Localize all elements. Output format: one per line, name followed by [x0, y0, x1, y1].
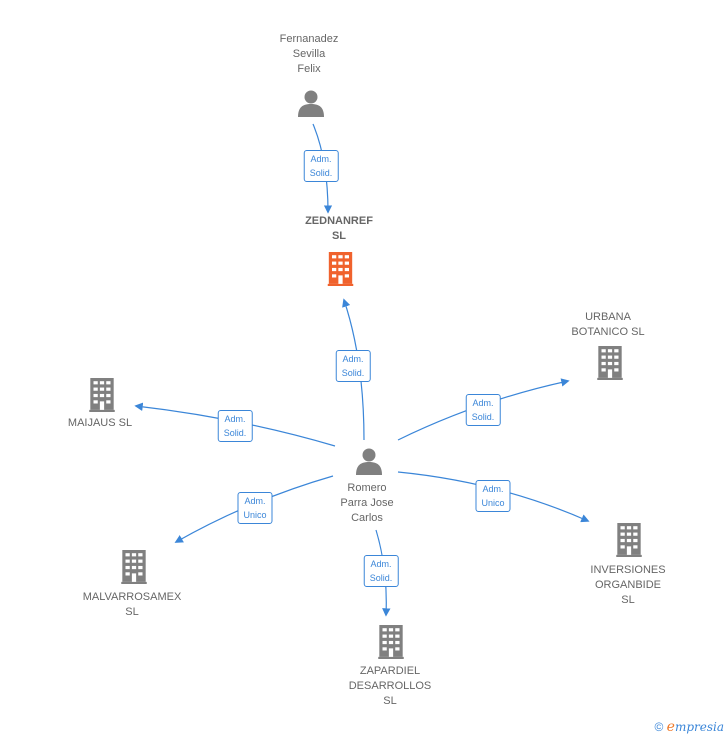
edge-label-center-to-zednanref: Adm. Solid.: [335, 350, 371, 382]
company-label-zednanref[interactable]: ZEDNANREF SL: [305, 215, 373, 242]
edge-label-center-to-urbana: Adm. Solid.: [465, 394, 501, 426]
person-icon[interactable]: [356, 448, 382, 476]
company-label-inversiones-organbide[interactable]: INVERSIONES ORGANBIDE SL: [590, 564, 666, 606]
company-label-maijaus[interactable]: MAIJAUS SL: [67, 417, 133, 429]
building-icon[interactable]: [597, 346, 623, 380]
edge-label-center-to-inversiones: Adm. Unico: [475, 480, 511, 512]
building-icon[interactable]: [327, 252, 354, 286]
building-icon[interactable]: [616, 523, 642, 557]
edge-label-top-to-zednanref: Adm. Solid.: [303, 150, 339, 182]
company-label-urbana-botanico[interactable]: URBANA BOTANICO SL: [571, 311, 645, 338]
edge-label-center-to-maijaus: Adm. Solid.: [217, 410, 253, 442]
person-icon[interactable]: [298, 90, 324, 118]
building-icon[interactable]: [89, 378, 115, 412]
person-label-fernanadez[interactable]: Fernanadez Sevilla Felix: [279, 33, 339, 75]
company-label-malvarrosamex[interactable]: MALVARROSAMEX SL: [82, 591, 182, 618]
edge-label-center-to-zapardiel: Adm. Solid.: [363, 555, 399, 587]
copyright-symbol: ©: [654, 720, 664, 734]
brand-name: mpresia: [674, 720, 724, 734]
company-label-zapardiel-desarrollos[interactable]: ZAPARDIEL DESARROLLOS SL: [348, 665, 432, 707]
person-label-romero[interactable]: Romero Parra Jose Carlos: [340, 482, 394, 524]
building-icon[interactable]: [121, 550, 147, 584]
building-icon[interactable]: [378, 625, 404, 659]
empresia-watermark: © empresia: [654, 719, 724, 735]
brand-initial: e: [666, 719, 675, 735]
edge-label-center-to-malvarrosamex: Adm. Unico: [237, 492, 273, 524]
